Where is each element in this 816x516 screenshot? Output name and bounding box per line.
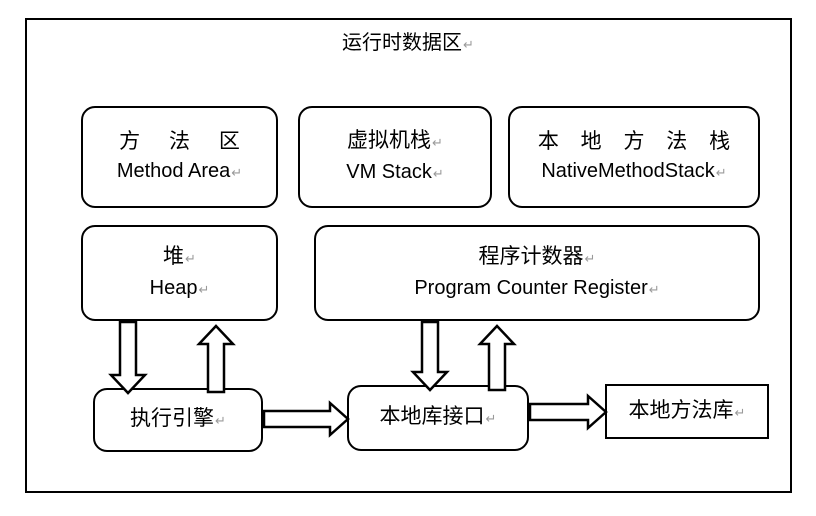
pilcrow-mark: ↵ <box>185 251 196 266</box>
node-execution-engine[interactable]: 执行引擎↵ <box>93 388 263 452</box>
node-program-counter-register-cn: 程序计数器↵ <box>478 245 596 268</box>
pilcrow-mark: ↵ <box>648 282 660 297</box>
node-native-library-interface-label: 本地库接口↵ <box>379 405 497 428</box>
node-method-area-en: Method Area↵ <box>116 160 243 182</box>
pilcrow-mark: ↵ <box>485 411 497 426</box>
node-native-method-library[interactable]: 本地方法库↵ <box>605 384 769 439</box>
pilcrow-mark: ↵ <box>715 165 727 180</box>
node-native-method-stack[interactable]: 本 地 方 法 栈 NativeMethodStack↵ <box>508 106 760 208</box>
node-heap[interactable]: 堆↵ Heap↵ <box>81 225 278 321</box>
node-vm-stack[interactable]: 虚拟机栈↵ VM Stack↵ <box>298 106 492 208</box>
node-method-area[interactable]: 方 法 区 Method Area↵ <box>81 106 278 208</box>
node-native-library-interface[interactable]: 本地库接口↵ <box>347 385 529 451</box>
node-vm-stack-cn: 虚拟机栈↵ <box>347 129 443 152</box>
node-native-method-stack-en: NativeMethodStack↵ <box>541 160 727 182</box>
node-program-counter-register[interactable]: 程序计数器↵ Program Counter Register↵ <box>314 225 760 321</box>
node-native-method-library-label: 本地方法库↵ <box>628 398 746 422</box>
node-heap-cn: 堆↵ <box>163 245 196 268</box>
page-title: 运行时数据区↵ <box>0 30 816 58</box>
pilcrow-mark: ↵ <box>198 282 210 297</box>
pilcrow-mark: ↵ <box>432 135 443 150</box>
pilcrow-mark: ↵ <box>463 37 474 52</box>
pilcrow-mark: ↵ <box>432 166 444 181</box>
pilcrow-mark: ↵ <box>231 165 243 180</box>
node-program-counter-register-en: Program Counter Register↵ <box>414 277 660 299</box>
node-vm-stack-en: VM Stack↵ <box>346 161 444 183</box>
pilcrow-mark: ↵ <box>584 251 596 266</box>
page-title-text: 运行时数据区 <box>342 32 463 54</box>
node-native-method-stack-cn: 本 地 方 法 栈 <box>537 130 739 153</box>
node-heap-en: Heap↵ <box>149 277 210 299</box>
runtime-data-area-frame <box>25 18 792 493</box>
pilcrow-mark: ↵ <box>734 404 746 420</box>
node-method-area-cn: 方 法 区 <box>119 130 252 153</box>
pilcrow-mark: ↵ <box>215 413 226 428</box>
node-execution-engine-label: 执行引擎↵ <box>130 407 226 430</box>
